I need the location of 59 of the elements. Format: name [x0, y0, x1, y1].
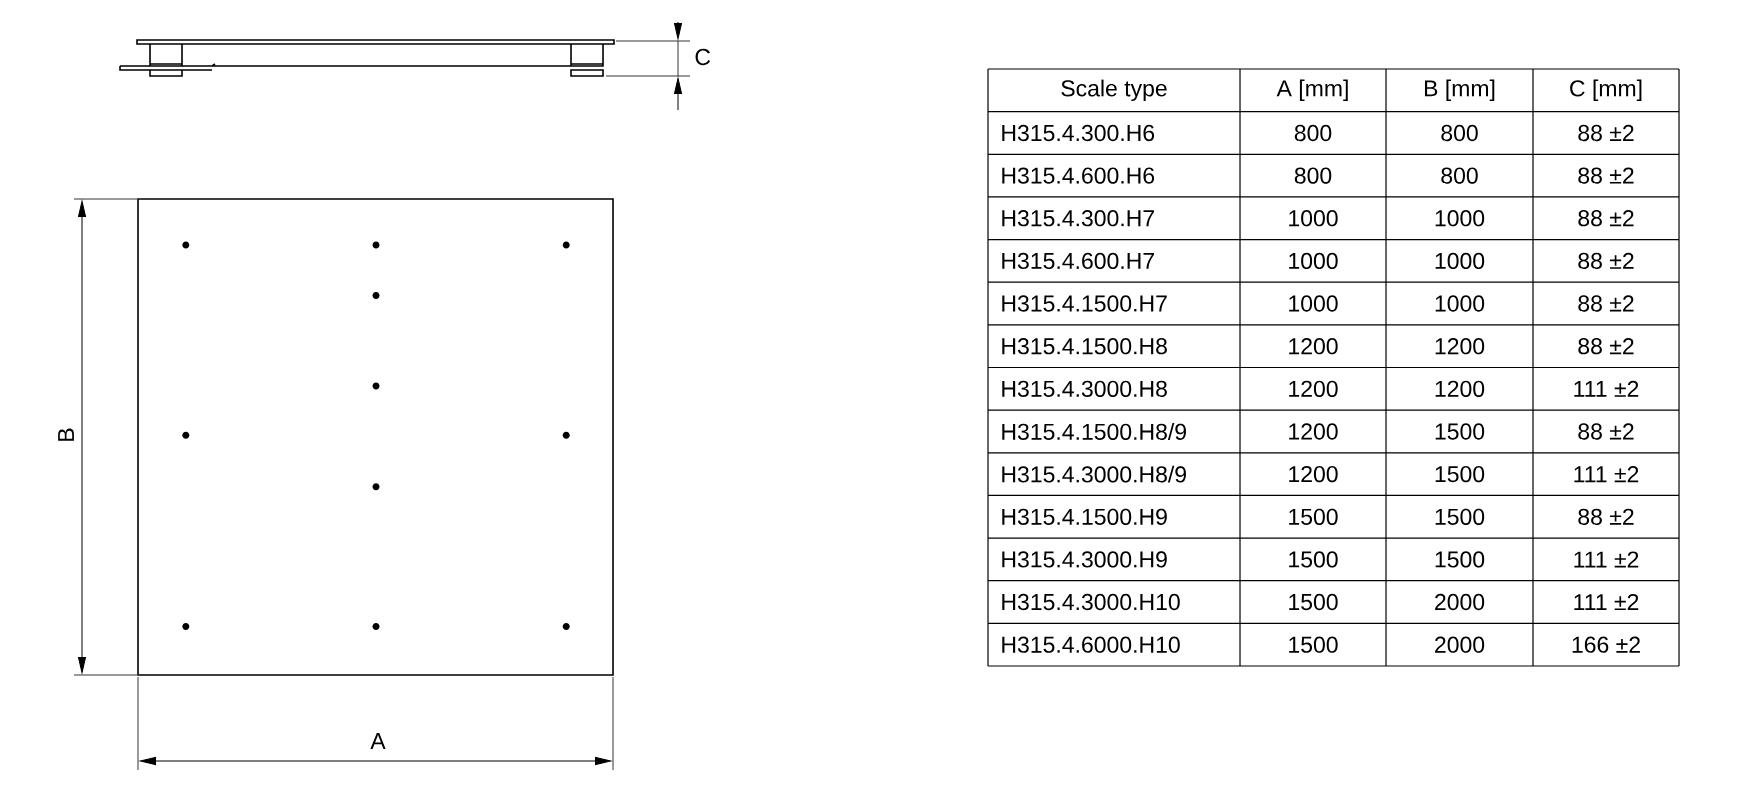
- table-cell: 1200: [1289, 380, 1338, 397]
- table-cell: H315.4.1500.H8/9: [1002, 423, 1186, 440]
- table-cell: 1500: [1435, 551, 1485, 568]
- table-cell: 1000: [1289, 252, 1338, 270]
- table-cell: 1000: [1289, 210, 1338, 227]
- table-cell: C [mm]: [1570, 79, 1642, 101]
- table-cell: 111 ±2: [1574, 551, 1639, 568]
- table-cell: 88 ±2: [1578, 210, 1634, 227]
- table-cell: 1200: [1435, 338, 1485, 355]
- table-cell: 111 ±2: [1574, 380, 1639, 397]
- table-cell: 1000: [1289, 295, 1338, 312]
- table-cell: 1200: [1435, 380, 1485, 397]
- table-cell: Scale type: [1061, 79, 1167, 101]
- table-cell: 88 ±2: [1578, 167, 1634, 184]
- table-cell: 800: [1294, 167, 1332, 184]
- table-cell: 1500: [1289, 636, 1338, 653]
- table-cell: A [mm]: [1276, 79, 1348, 101]
- dimension-label: C: [695, 48, 711, 66]
- table-cell: 111 ±2: [1574, 594, 1639, 611]
- table-cell: H315.4.1500.H7: [1002, 295, 1167, 312]
- table-cell: 1500: [1435, 508, 1485, 525]
- table-cell: 111 ±2: [1574, 466, 1639, 483]
- table-cell: 166 ±2: [1572, 636, 1640, 653]
- table-cell: 88 ±2: [1578, 338, 1634, 355]
- table-cell: 1000: [1435, 210, 1485, 227]
- table-cell: 1200: [1289, 338, 1338, 355]
- table-cell: H315.4.3000.H10: [1002, 593, 1180, 611]
- dimension-label: A: [370, 733, 386, 749]
- table-cell: 1500: [1289, 593, 1338, 611]
- table-cell: H315.4.6000.H10: [1002, 636, 1180, 653]
- table-cell: H315.4.1500.H9: [1002, 508, 1167, 525]
- table-cell: H315.4.3000.H8/9: [1002, 465, 1186, 483]
- table-cell: H315.4.3000.H9: [1002, 551, 1167, 568]
- dimension-label: B: [58, 428, 74, 441]
- table-cell: H315.4.600.H6: [1002, 167, 1155, 184]
- table-cell: 1200: [1289, 465, 1338, 483]
- table-cell: 1200: [1289, 423, 1338, 440]
- table-cell: 2000: [1435, 636, 1485, 653]
- table-cell: 88 ±2: [1578, 295, 1634, 312]
- table-cell: 1500: [1435, 423, 1485, 440]
- table-cell: H315.4.300.H6: [1002, 124, 1155, 142]
- table-cell: H315.4.600.H7: [1002, 252, 1154, 270]
- table-cell: 2000: [1435, 593, 1485, 611]
- table-cell: 88 ±2: [1578, 252, 1634, 270]
- table-cell: 800: [1441, 167, 1478, 184]
- table-cell: H315.4.300.H7: [1002, 210, 1154, 227]
- table-cell: 1500: [1435, 465, 1485, 483]
- table-cell: B [mm]: [1425, 79, 1495, 101]
- table-cell: H315.4.1500.H8: [1002, 338, 1167, 355]
- table-cell: 1500: [1289, 508, 1338, 525]
- table-cell: 88 ±2: [1578, 124, 1634, 142]
- table-cell: 800: [1441, 124, 1478, 142]
- table-cell: 88 ±2: [1578, 423, 1634, 440]
- table-cell: 1500: [1289, 551, 1338, 568]
- table-cell: 88 ±2: [1578, 508, 1634, 525]
- table-cell: 800: [1294, 124, 1332, 142]
- table-cell: H315.4.3000.H8: [1002, 380, 1167, 397]
- table-cell: 1000: [1435, 252, 1485, 270]
- table-cell: 1000: [1435, 295, 1485, 312]
